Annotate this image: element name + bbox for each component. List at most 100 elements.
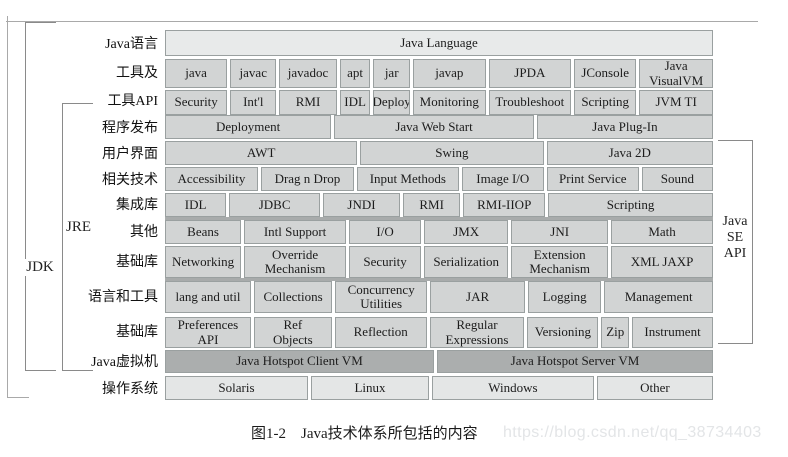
- table-cell: I/O: [348, 220, 422, 244]
- table-cell: Intl Support: [244, 220, 346, 244]
- table-cell: Instrument: [632, 317, 713, 348]
- table-cell: AWT: [165, 141, 358, 165]
- table-cell: Extension Mechanism: [511, 246, 609, 278]
- row-label: 操作系统: [102, 382, 158, 397]
- table-cell: Sound: [641, 167, 713, 191]
- java-se-api-bracket: [718, 140, 753, 344]
- table-cell: Scripting: [574, 90, 637, 115]
- table-cell: Reflection: [334, 317, 427, 348]
- table-cell: XML JAXP: [611, 246, 713, 278]
- figure-caption: 图1-2 Java技术体系所包括的内容: [251, 426, 478, 442]
- row-label: 基础库: [116, 325, 158, 340]
- jre-bracket-label: JRE: [63, 219, 94, 236]
- table-cell: Zip: [601, 317, 630, 348]
- jdk-bracket: [25, 22, 56, 371]
- row-label: 其他: [130, 225, 158, 240]
- table-cell: Deploy: [373, 90, 410, 115]
- table-cell: Java VisualVM: [639, 59, 714, 88]
- row-label: 程序发布: [102, 121, 158, 136]
- page-left-rule: [7, 16, 8, 398]
- table-cell: Print Service: [546, 167, 639, 191]
- table-cell: Serialization: [424, 246, 509, 278]
- table-cell: JMX: [424, 220, 509, 244]
- table-cell: Int'l: [230, 90, 277, 115]
- table-cell: Windows: [432, 376, 594, 400]
- table-cell: Management: [604, 281, 714, 313]
- table-cell: Linux: [310, 376, 430, 400]
- row-label: Java虚拟机: [91, 355, 158, 370]
- table-cell: apt: [339, 59, 371, 88]
- table-cell: Monitoring: [412, 90, 486, 115]
- table-cell: Security: [165, 90, 228, 115]
- table-cell: JNI: [511, 220, 609, 244]
- table-cell: Logging: [528, 281, 602, 313]
- table-cell: Versioning: [527, 317, 599, 348]
- table-cell: Input Methods: [356, 167, 459, 191]
- table-row-java-language: Java Language: [165, 30, 713, 56]
- table-cell: Swing: [360, 141, 544, 165]
- table-cell: javadoc: [279, 59, 337, 88]
- table-cell: RMI-IIOP: [463, 193, 546, 217]
- table-cell: Concurrency Utilities: [335, 281, 428, 313]
- table-cell: Preferences API: [165, 317, 251, 348]
- table-cell: javap: [412, 59, 486, 88]
- row-label: 相关技术: [102, 173, 158, 188]
- table-cell: Troubleshoot: [488, 90, 572, 115]
- table-cell: RMI: [279, 90, 337, 115]
- table-cell: Ref Objects: [253, 317, 332, 348]
- table-cell: Java Plug-In: [536, 115, 713, 139]
- table-cell: java: [165, 59, 228, 88]
- table-cell: RMI: [403, 193, 461, 217]
- row-label: Java语言: [105, 37, 158, 52]
- table-cell: Drag n Drop: [260, 167, 354, 191]
- table-cell: Java Hotspot Server VM: [437, 350, 713, 373]
- table-cell: Override Mechanism: [244, 246, 346, 278]
- table-cell: Java Language: [165, 30, 713, 56]
- table-cell: Collections: [254, 281, 333, 313]
- table-cell: JConsole: [574, 59, 637, 88]
- page-bottomleft-tick: [7, 397, 29, 398]
- table-cell: Regular Expressions: [429, 317, 525, 348]
- row-label: 用户界面: [102, 147, 158, 162]
- row-label: 工具API: [107, 94, 158, 109]
- table-cell: Scripting: [548, 193, 713, 217]
- jre-bracket: [62, 103, 93, 371]
- table-cell: lang and util: [165, 281, 252, 313]
- table-cell: Other: [596, 376, 713, 400]
- table-cell: javac: [230, 59, 277, 88]
- table-cell: IDL: [165, 193, 227, 217]
- jdk-bracket-label: JDK: [24, 259, 56, 276]
- section-divider-band: [165, 278, 713, 281]
- row-label: 集成库: [116, 198, 158, 213]
- table-cell: Math: [611, 220, 713, 244]
- csdn-watermark: https://blog.csdn.net/qq_38734403: [503, 424, 762, 441]
- table-cell: Networking: [165, 246, 242, 278]
- table-cell: Security: [348, 246, 422, 278]
- table-cell: JPDA: [488, 59, 572, 88]
- table-cell: Solaris: [165, 376, 308, 400]
- table-cell: JDBC: [229, 193, 321, 217]
- table-cell: Java Web Start: [334, 115, 534, 139]
- page-top-rule: [6, 21, 758, 22]
- section-divider-band: [165, 217, 713, 220]
- table-cell: Accessibility: [165, 167, 258, 191]
- table-cell: Java Hotspot Client VM: [165, 350, 435, 373]
- table-cell: jar: [373, 59, 410, 88]
- table-cell: Beans: [165, 220, 242, 244]
- table-cell: Deployment: [165, 115, 332, 139]
- row-label: 工具及: [116, 66, 158, 81]
- row-label: 基础库: [116, 255, 158, 270]
